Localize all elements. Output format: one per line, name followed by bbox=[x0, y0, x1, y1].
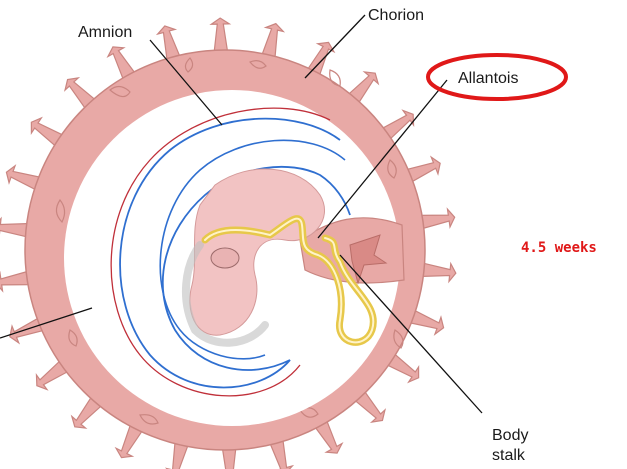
heart-bulge bbox=[211, 248, 239, 268]
body-stalk-label-line1: Body bbox=[492, 427, 528, 444]
amnion-label: Amnion bbox=[78, 24, 132, 41]
villus bbox=[211, 18, 229, 54]
chorion-leader-line bbox=[305, 15, 365, 78]
chorion-label: Chorion bbox=[368, 7, 424, 24]
allantois-label: Allantois bbox=[458, 70, 518, 87]
body-stalk-label-line2: stalk bbox=[492, 447, 526, 464]
stage-label: 4.5 weeks bbox=[521, 240, 597, 256]
